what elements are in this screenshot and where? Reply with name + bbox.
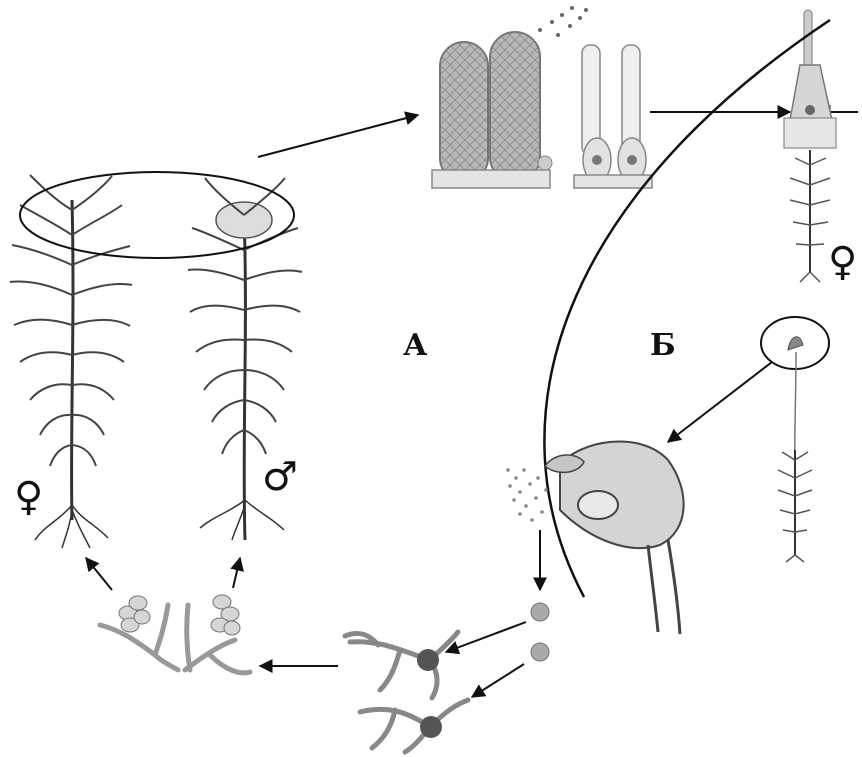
male-rhizoids: [200, 500, 284, 540]
archegonia-base: [574, 175, 652, 188]
head-base: [784, 118, 836, 148]
capsule-seta-2: [668, 540, 680, 634]
egg-cell-2: [627, 155, 637, 165]
arrow-spore-to-protonema-2: [472, 664, 524, 697]
spore-1: [531, 603, 549, 621]
protonema-with-buds: [100, 595, 250, 673]
enlarged-capsule: [545, 441, 684, 634]
region-label-b: Б: [650, 328, 676, 363]
antheridia-base: [432, 170, 550, 188]
arrow-to-capsule: [668, 362, 772, 442]
capsule-seta: [648, 545, 658, 632]
male-symbol: ♂: [262, 454, 298, 500]
female-plant-with-zygote: ♀: [784, 10, 857, 285]
protonema-2: [360, 700, 468, 752]
buds-left: [119, 596, 150, 632]
paraphysis-cell: [538, 156, 552, 170]
egg-cell-1: [592, 155, 602, 165]
sperm-cells: [538, 6, 588, 37]
antheridium-1: [440, 42, 488, 182]
male-stem: [244, 215, 245, 540]
female-symbol-right: ♀: [828, 239, 857, 285]
zygote: [805, 105, 815, 115]
male-rosette: [216, 202, 272, 238]
spore-2: [531, 643, 549, 661]
protonema-1: [345, 632, 458, 698]
released-spores: [506, 468, 548, 522]
archegonia: [574, 45, 652, 188]
sporophyte-tip: [804, 10, 812, 70]
antheridium-2: [490, 32, 540, 182]
region-label-a: А: [403, 328, 428, 363]
sporophyte-plant: [761, 317, 829, 562]
small-capsule: [788, 337, 803, 350]
arrow-bud-to-male: [233, 558, 240, 588]
female-rhizoids: [35, 505, 108, 548]
female-symbol-left: ♀: [14, 474, 43, 520]
protonema-2-spore: [420, 716, 442, 738]
capsule-mouth: [578, 491, 618, 519]
protonema-1-spore: [417, 649, 439, 671]
buds-right: [211, 595, 240, 635]
male-gametophyte-plant: ♂: [188, 178, 302, 540]
arrow-to-gametangia: [258, 115, 418, 157]
arrow-bud-to-female: [86, 558, 112, 590]
arrow-spore-to-protonema-1: [446, 622, 526, 652]
antheridia: [432, 6, 588, 188]
